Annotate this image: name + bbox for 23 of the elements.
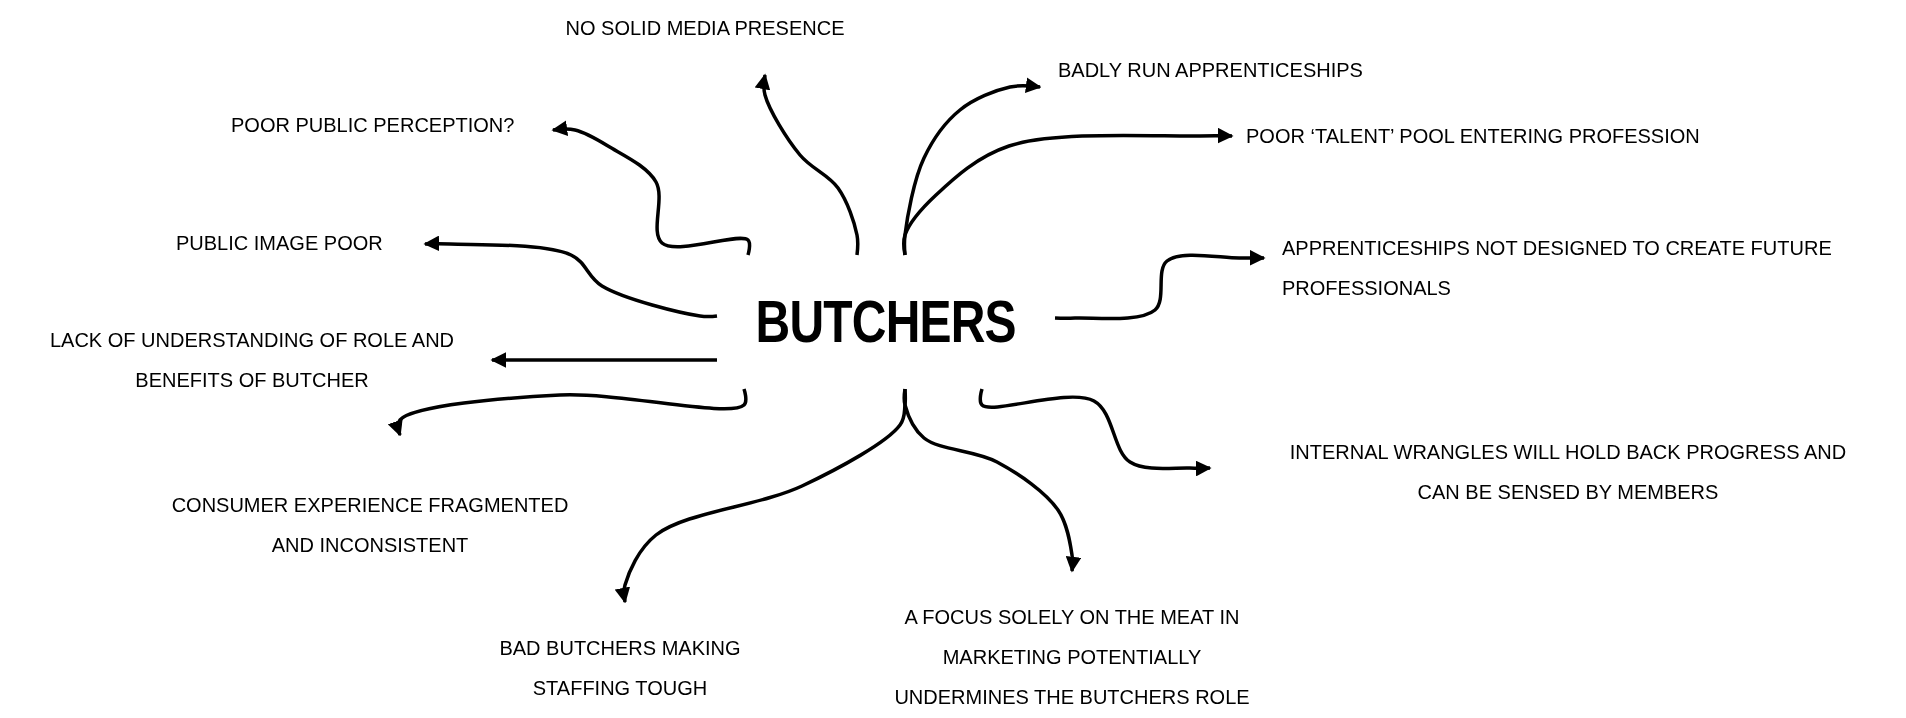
arrow (902, 77, 1042, 256)
topic-label: APPRENTICESHIPS NOT DESIGNED TO CREATE FUTURE PROFESSIONALS (1264, 225, 1900, 311)
topic-label: CONSUMER EXPERIENCE FRAGMENTED AND INCONSISTENT (160, 435, 580, 565)
arrow (978, 388, 1212, 477)
topic-label: NO SOLID MEDIA PRESENCE (540, 8, 870, 75)
topic-label: PUBLIC IMAGE POOR (170, 225, 425, 261)
arrow (551, 120, 752, 256)
topic-label: LACK OF UNDERSTANDING OF ROLE AND BENEFITS OF BUTCHER (12, 318, 492, 402)
arrow (387, 388, 748, 437)
arrow (1054, 249, 1266, 321)
central-topic: BUTCHERS (717, 255, 1055, 389)
topic-label: POOR PUBLIC PERCEPTION? (225, 107, 553, 143)
topic-label: BAD BUTCHERS MAKING STAFFING TOUGH (470, 602, 770, 708)
arrow (490, 352, 717, 368)
arrow (423, 235, 718, 319)
arrow (754, 73, 860, 256)
arrow (902, 388, 1082, 573)
topic-label: INTERNAL WRANGLES WILL HOLD BACK PROGRESS AND CAN BE SENSED BY MEMBERS (1210, 430, 1890, 514)
arrow (902, 127, 1234, 256)
topic-label: BADLY RUN APPRENTICESHIPS (1040, 50, 1400, 90)
arrow (614, 388, 908, 604)
topic-label: A FOCUS SOLELY ON THE MEAT IN MARKETING POTENTIALLY UNDERMINES THE BUTCHERS ROLE (860, 571, 1284, 717)
topic-label: POOR ‘TALENT’ POOL ENTERING PROFESSION (1232, 118, 1772, 154)
